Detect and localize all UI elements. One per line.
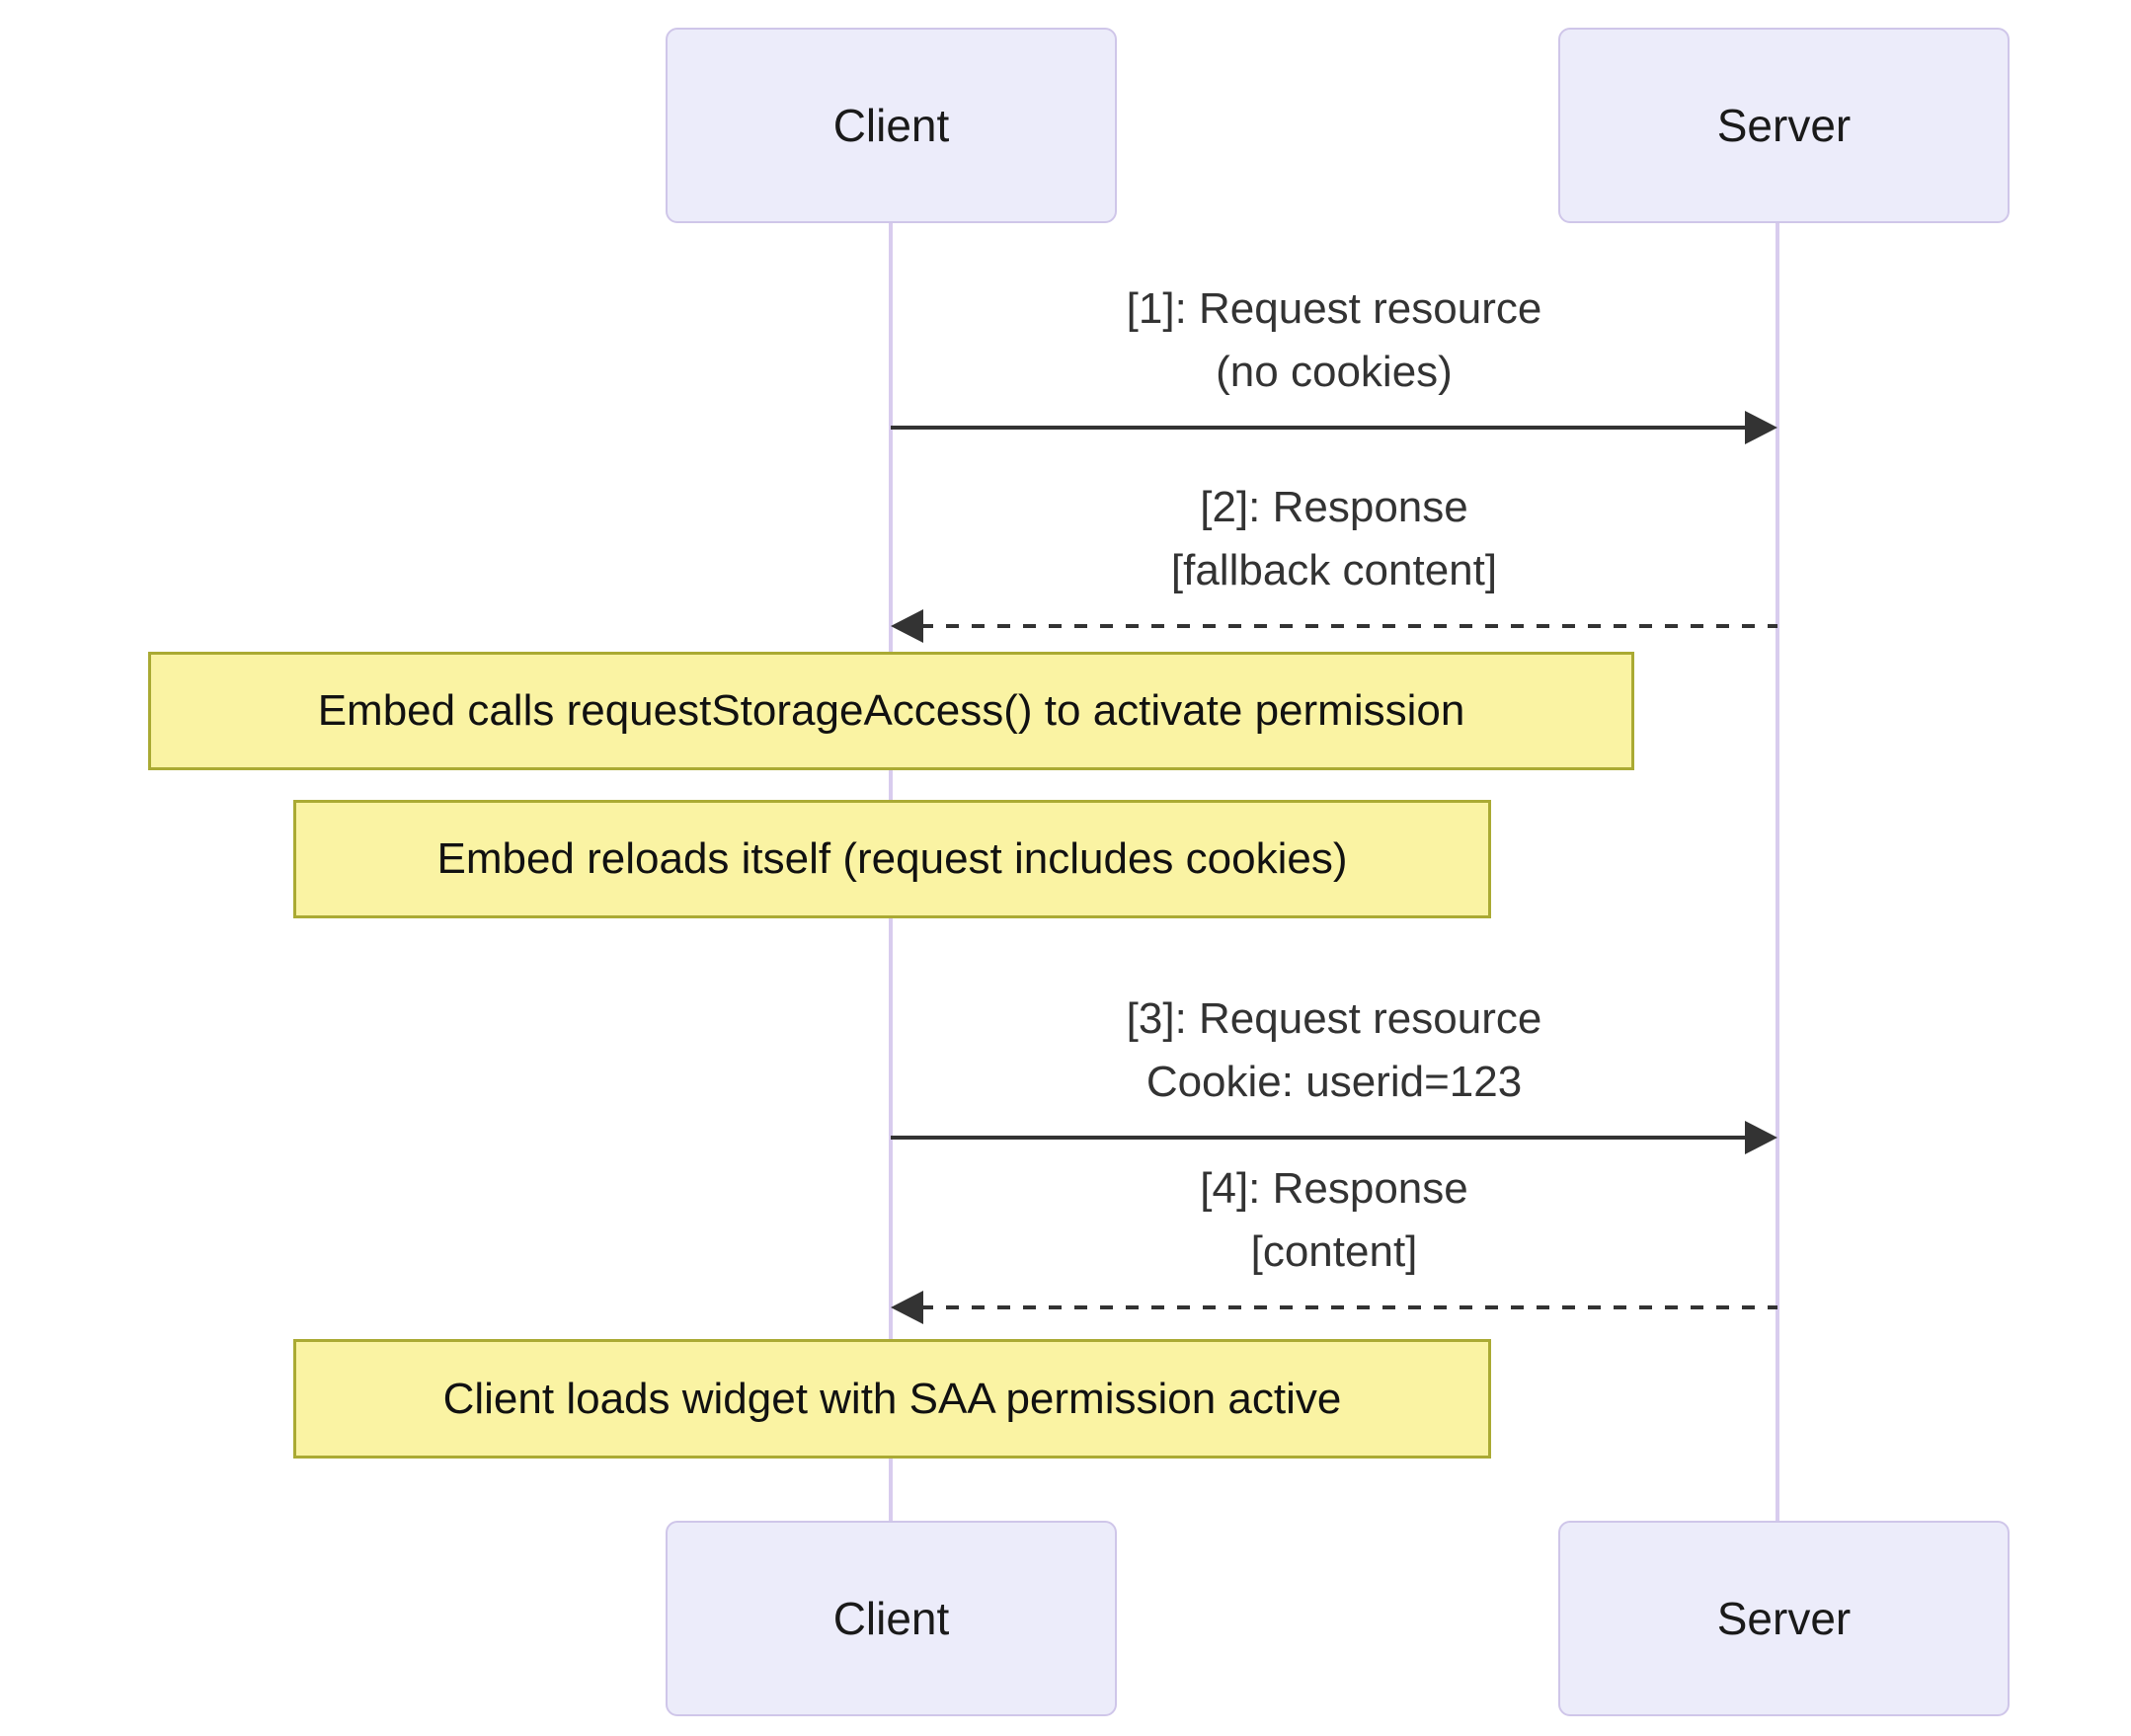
note-client-loads-widget-text: Client loads widget with SAA permission … — [442, 1374, 1342, 1423]
message-4-arrow-line — [920, 1305, 1777, 1309]
note-embed-reloads-text: Embed reloads itself (request includes c… — [436, 834, 1348, 883]
message-3-arrow — [891, 1121, 1777, 1154]
message-1-arrow — [891, 411, 1777, 444]
note-request-storage-access-text: Embed calls requestStorageAccess() to ac… — [317, 686, 1465, 735]
actor-box-client-top: Client — [666, 28, 1117, 223]
note-client-loads-widget: Client loads widget with SAA permission … — [293, 1339, 1491, 1459]
message-1-label: [1]: Request resource (no cookies) — [891, 277, 1777, 404]
actor-label-client-bottom: Client — [832, 1593, 950, 1644]
note-request-storage-access: Embed calls requestStorageAccess() to ac… — [148, 652, 1634, 770]
actor-label-server-top: Server — [1716, 100, 1852, 151]
message-4-label: [4]: Response [content] — [891, 1157, 1777, 1284]
actor-box-server-top: Server — [1558, 28, 2010, 223]
message-4-arrow — [891, 1291, 1777, 1324]
arrowhead-right-icon — [1745, 1121, 1777, 1154]
actor-label-server-bottom: Server — [1716, 1593, 1852, 1644]
message-3-label: [3]: Request resource Cookie: userid=123 — [891, 987, 1777, 1114]
message-2-arrow — [891, 609, 1777, 643]
message-1-arrow-line — [891, 426, 1748, 430]
actor-box-server-bottom: Server — [1558, 1521, 2010, 1716]
message-2-label: [2]: Response [fallback content] — [891, 476, 1777, 602]
message-2-line-1: [2]: Response — [1200, 483, 1468, 531]
arrowhead-right-icon — [1745, 411, 1777, 444]
lifeline-server — [1776, 223, 1779, 1521]
arrowhead-left-icon — [891, 1291, 923, 1324]
message-1-line-1: [1]: Request resource — [1126, 284, 1542, 333]
message-3-line-2: Cookie: userid=123 — [1145, 1058, 1523, 1106]
message-4-line-2: [content] — [1250, 1227, 1418, 1276]
message-1-line-2: (no cookies) — [1216, 348, 1453, 396]
note-embed-reloads: Embed reloads itself (request includes c… — [293, 800, 1491, 918]
message-2-arrow-line — [920, 624, 1777, 628]
arrowhead-left-icon — [891, 609, 923, 643]
actor-box-client-bottom: Client — [666, 1521, 1117, 1716]
actor-label-client-top: Client — [832, 100, 950, 151]
message-4-line-1: [4]: Response — [1200, 1164, 1468, 1213]
message-3-arrow-line — [891, 1136, 1748, 1140]
message-3-line-1: [3]: Request resource — [1126, 994, 1542, 1043]
message-2-line-2: [fallback content] — [1170, 546, 1498, 594]
